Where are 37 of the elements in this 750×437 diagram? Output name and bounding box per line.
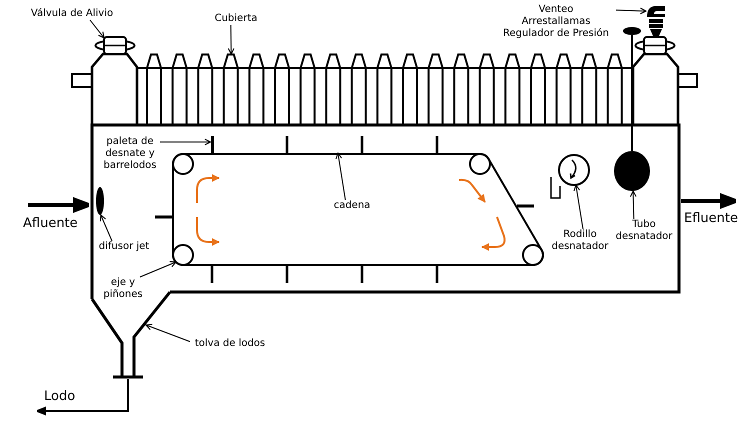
leader-line [630, 190, 637, 220]
leader-line [574, 184, 584, 230]
leader-line [145, 324, 190, 342]
part-label: Válvula de Alivio [27, 8, 117, 20]
skim-pipe [614, 151, 650, 191]
sprocket [469, 153, 491, 175]
regulator-disk [623, 27, 641, 35]
leader-line [228, 24, 234, 55]
chain [172, 153, 544, 267]
part-label: eje y piñones [100, 277, 146, 300]
sludge-hopper [89, 290, 173, 379]
sprocket [172, 153, 194, 175]
part-label: cadena [330, 200, 374, 212]
valve [634, 36, 676, 55]
leader-line [100, 214, 112, 242]
tank [89, 123, 681, 301]
vent-cap [646, 5, 666, 37]
sprocket [172, 244, 194, 266]
paddle [210, 136, 214, 154]
pipe [631, 35, 633, 151]
leader-line [90, 20, 105, 38]
skimmer-roller [558, 154, 590, 186]
part-label: Cubierta [210, 13, 262, 25]
corrugated-cover [137, 53, 633, 126]
leader-line [336, 152, 346, 200]
leader-line [140, 261, 177, 278]
part-label: Rodillo desnatador [550, 229, 610, 253]
part-label: Tubo desnatador [614, 219, 674, 243]
part-label: Venteo Arrestallamas Regulador de Presión [496, 4, 616, 40]
leader-line [160, 138, 212, 146]
part-label: paleta de desnate y barrelodos [100, 136, 160, 172]
part-label: difusor jet [94, 241, 154, 253]
sprocket [522, 244, 544, 266]
diffuser [96, 187, 104, 215]
valve [94, 36, 136, 55]
leader-line [616, 8, 647, 14]
part-label: tolva de lodos [190, 338, 270, 350]
